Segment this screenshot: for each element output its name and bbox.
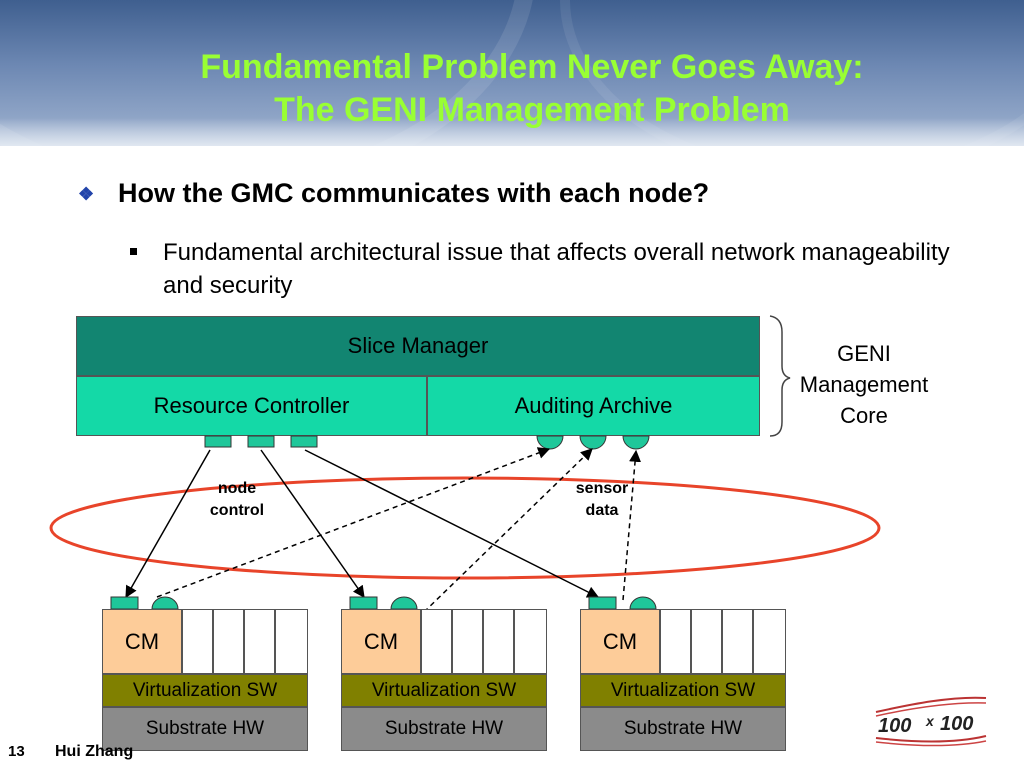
- sensor-data-label-line: data: [585, 502, 619, 519]
- node-slot: [244, 609, 275, 674]
- sub-bullet: Fundamental architectural issue that aff…: [130, 236, 950, 302]
- auditing-archive-box: Auditing Archive: [427, 376, 760, 436]
- main-bullet-text: How the GMC communicates with each node?: [118, 178, 710, 208]
- node-sensor-port: [390, 596, 418, 610]
- virtualization-sw-layer: Virtualization SW: [580, 674, 786, 707]
- sensor-data-arrow: [156, 447, 551, 598]
- core-label-line: Core: [840, 403, 888, 428]
- control-port: [290, 435, 318, 448]
- slide-title-line2: The GENI Management Problem: [274, 91, 790, 129]
- node-control-port: [588, 596, 617, 610]
- sub-bullet-text: Fundamental architectural issue that aff…: [163, 239, 950, 299]
- substrate-hw-layer: Substrate HW: [102, 707, 308, 751]
- resource-controller-box: Resource Controller: [76, 376, 427, 436]
- banner-fade: [0, 118, 1024, 146]
- sensor-port: [579, 435, 607, 450]
- virtualization-sw-layer: Virtualization SW: [102, 674, 308, 707]
- node-slot: [691, 609, 722, 674]
- node-slot: [514, 609, 547, 674]
- node-slot: [483, 609, 514, 674]
- node-control-arrow: [304, 449, 600, 598]
- main-bullet: ❖ How the GMC communicates with each node…: [78, 178, 709, 209]
- node-slot: [660, 609, 691, 674]
- node-slot: [452, 609, 483, 674]
- square-bullet-icon: [130, 248, 137, 255]
- sensor-data-arrow: [622, 449, 642, 601]
- control-port: [247, 435, 275, 448]
- control-port: [204, 435, 232, 448]
- component-manager-box: CM: [341, 609, 421, 674]
- logo-text-right: 100: [940, 713, 973, 735]
- node-slot: [275, 609, 308, 674]
- node-control-label-line: control: [209, 502, 265, 519]
- node-slot: [722, 609, 753, 674]
- component-manager-box: CM: [580, 609, 660, 674]
- node-slot: [182, 609, 213, 674]
- substrate-hw-layer: Substrate HW: [341, 707, 547, 751]
- virtualization-sw-layer: Virtualization SW: [341, 674, 547, 707]
- core-label-line: GENI: [837, 341, 891, 366]
- logo-text-x: x: [925, 713, 935, 729]
- sensor-port: [536, 435, 564, 450]
- managed-node: CM Virtualization SW Substrate HW: [102, 609, 308, 751]
- title-banner: [0, 0, 1024, 146]
- node-slot: [753, 609, 786, 674]
- node-control-port: [110, 596, 139, 610]
- managed-node: CM Virtualization SW Substrate HW: [341, 609, 547, 751]
- management-network-ellipse: [49, 476, 881, 580]
- sensor-data-arrow: [423, 448, 593, 613]
- sensor-data-label: sensor data: [552, 478, 652, 522]
- page-number: 13: [8, 743, 25, 760]
- node-control-label: node control: [196, 478, 278, 522]
- logo-text-left: 100: [878, 715, 911, 737]
- core-label-line: Management: [799, 372, 929, 397]
- node-control-arrow: [125, 449, 211, 599]
- diamond-bullet-icon: ❖: [78, 184, 95, 205]
- node-slot: [213, 609, 244, 674]
- slide-title-line1: Fundamental Problem Never Goes Away:: [200, 48, 864, 86]
- core-brace: [769, 315, 791, 437]
- node-control-arrow: [260, 449, 365, 598]
- slide-title: Fundamental Problem Never Goes Away: The…: [0, 46, 1024, 132]
- managed-node: CM Virtualization SW Substrate HW: [580, 609, 786, 751]
- node-sensor-port: [629, 596, 657, 610]
- node-sensor-port: [151, 596, 179, 610]
- component-manager-box: CM: [102, 609, 182, 674]
- author-name: Hui Zhang: [55, 743, 134, 760]
- node-slot: [421, 609, 452, 674]
- sensor-port: [622, 435, 650, 450]
- sensor-data-label-line: sensor: [575, 480, 629, 497]
- geni-management-core-label: GENI Management Core: [786, 338, 942, 431]
- node-control-port: [349, 596, 378, 610]
- 100x100-logo: 100 x 100: [875, 696, 987, 747]
- node-control-label-line: node: [217, 480, 257, 497]
- slice-manager-box: Slice Manager: [76, 316, 760, 376]
- substrate-hw-layer: Substrate HW: [580, 707, 786, 751]
